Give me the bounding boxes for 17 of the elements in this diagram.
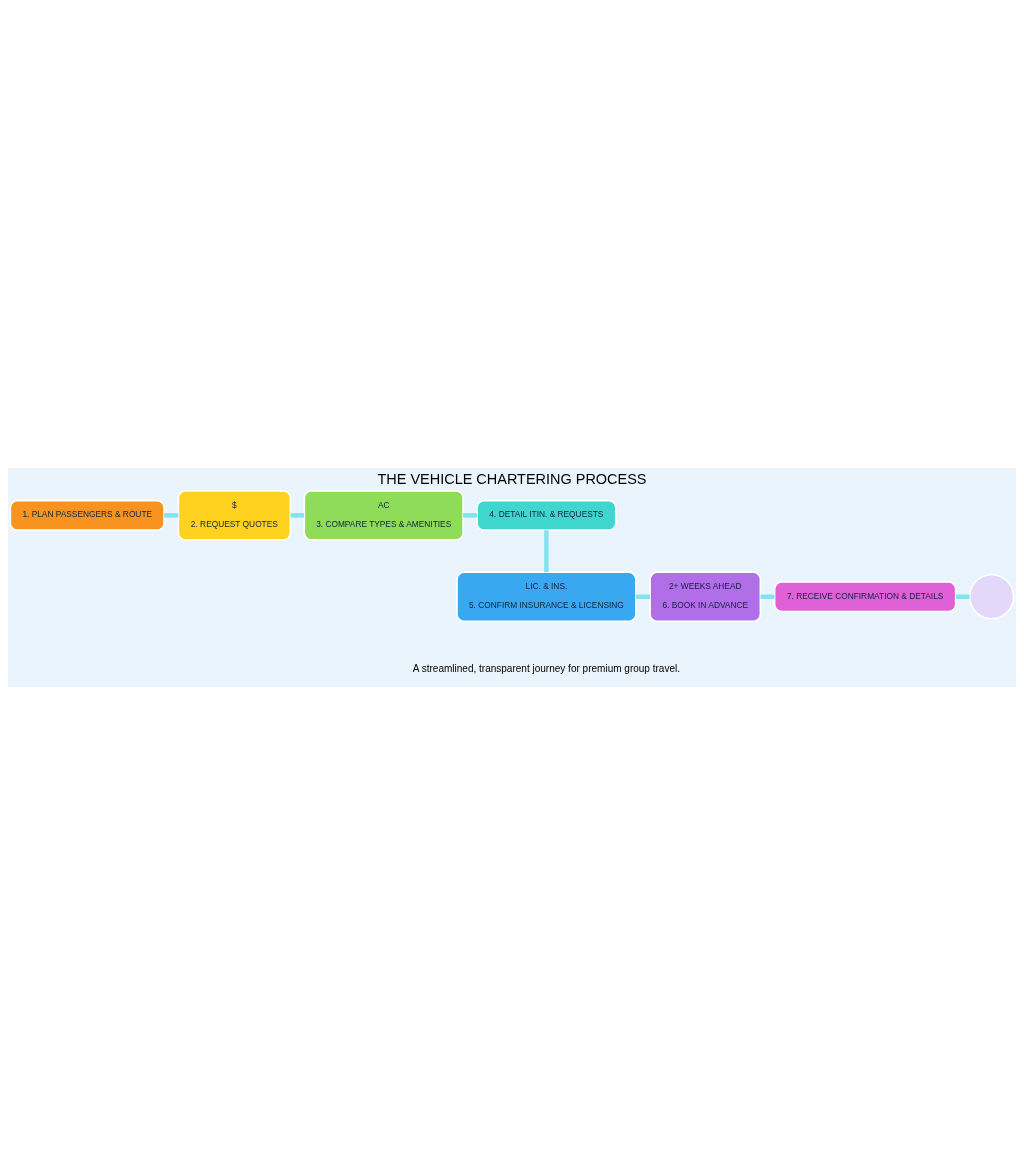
node-box: 2+ WEEKS AHEAD 6. BOOK IN ADVANCE [649,570,762,622]
diagram-title: THE VEHICLE CHARTERING PROCESS [377,470,647,487]
node-circle [968,573,1015,620]
connector [760,594,775,599]
node-box: 4. DETAIL ITIN. & REQUESTS [476,499,617,531]
node-box: 1. PLAN PASSENGERS & ROUTE [9,499,165,531]
connector [635,594,650,599]
connector [164,512,179,518]
connector [290,512,305,518]
node-box: AC 3. COMPARE TYPES & AMENITIES [303,489,464,541]
connector [955,594,970,599]
node-box: 7. RECEIVE CONFIRMATION & DETAILS [773,580,957,612]
connector [463,512,477,518]
caption: A streamlined, transparent journey for premium group travel. [412,662,681,674]
node-box: $ 2. REQUEST QUOTES [177,489,292,541]
node-box: LIC. & INS. 5. CONFIRM INSURANCE & LICENSING [456,570,637,622]
connector [544,529,549,572]
